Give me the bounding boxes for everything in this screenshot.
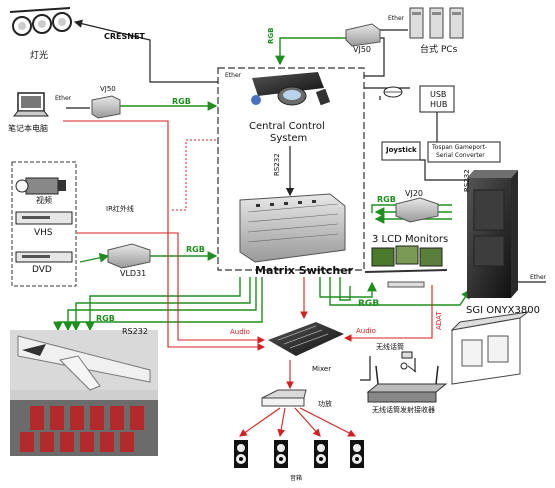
converter-label-1: Tospan Gameport- [432,144,487,151]
central-control-label-1: Central Control [249,121,325,132]
vld31-device-icon [107,243,151,269]
vj50-top-device-icon [345,23,381,47]
lcd-monitors-icon [364,245,448,288]
wireless-mic-icon [400,351,417,373]
audio-right-label: Audio [356,327,376,335]
mouse-icon [383,86,403,98]
ir-label: IR红外线 [106,205,134,213]
sgi-label: SGI ONYX3800 [466,305,540,316]
wireless-receiver-icon [366,365,448,403]
speaker-icon [314,440,328,468]
audio-lines [63,120,433,438]
matrix-switcher-label: Matrix Switcher [255,264,354,277]
rgb-vj20-label: RGB [377,195,396,204]
rs232-center-label: RS232 [273,153,281,176]
usb-hub-label-1: USB [430,90,447,99]
vhs-label: VHS [34,228,53,238]
laptop-icon [12,92,50,117]
speaker-icon [274,440,288,468]
speakers-label: 音箱 [290,475,303,482]
usb-hub-box [419,85,455,113]
rgb-bottom-right-label: RGB [358,299,380,309]
matrix-switcher-icon [239,193,346,263]
desktop-pcs-icon [409,7,464,39]
rgb-top-label: RGB [267,27,275,44]
converter-label-2: Serial Converter [436,152,485,159]
speaker-icon [350,440,364,468]
mixer-label: Mixer [312,365,332,373]
desktop-pcs-label: 台式 PCs [420,45,458,55]
central-control-system-icon [251,72,331,106]
amplifier-label: 功放 [318,400,332,408]
ether-laptop-label: Ether [55,95,72,102]
ether-top-label: Ether [388,15,405,22]
control-enclosure [217,67,365,271]
rgb-dvd-label: RGB [186,245,205,254]
ir-link [170,139,216,211]
vj50-left-device-icon [91,95,121,119]
usb-hub-label-2: HUB [430,100,448,109]
vj50-left-label: VJ50 [100,85,116,93]
rgb-left-bottom-label: RGB [96,314,115,323]
rs232-right-label: RS232 [463,169,471,192]
cresnet-label: CRESNET [104,32,145,41]
vhs-player-icon [15,211,73,225]
rs232-bottom-label: RS232 [122,327,148,336]
vj50-top-label: VJ50 [353,45,372,54]
ether-left-label: Ether [225,72,242,79]
laptop-label: 笔记本电脑 [8,124,48,133]
central-control-label-2: System [270,133,308,144]
lights-label: 灯光 [30,51,49,61]
vld31-label: VLD31 [120,269,147,278]
joystick-box [381,141,421,161]
audio-left-label: Audio [230,328,250,336]
camcorder-icon [15,177,66,195]
wireless-receiver-label: 无线话筒发射接收器 [372,406,435,414]
projection-screen-airplane-image [10,330,158,456]
ether-sgi-label: Ether [530,274,547,281]
adat-label: ADAT [435,311,443,330]
audio-mixer-icon [268,322,344,356]
sgi-onyx-server-icon [467,170,518,298]
rear-projectors-icon [450,311,529,385]
dvd-label: DVD [32,265,52,275]
vj20-label: VJ20 [405,189,424,198]
vj20-device-icon [395,197,439,223]
joystick-label: Joystick [386,146,417,154]
dvd-player-icon [15,251,73,263]
stage-lights-icon [9,7,72,36]
amplifier-icon [261,389,307,407]
wireless-mic-label: 无线话筒 [376,343,404,351]
rgb-laptop-label: RGB [172,97,191,106]
lcd-monitors-label: 3 LCD Monitors [372,234,449,245]
video-sources-frame [11,161,77,287]
video-label: 视频 [36,196,52,205]
speaker-icon [234,440,248,468]
converter-box [427,141,501,163]
